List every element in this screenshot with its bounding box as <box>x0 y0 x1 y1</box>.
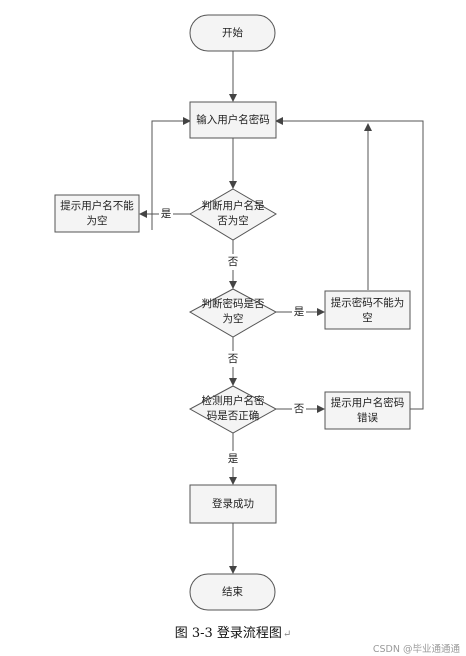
check-user-empty-line1: 判断用户名是 <box>202 199 265 212</box>
prompt-error-line1: 提示用户名密码 <box>331 396 405 409</box>
check-user-empty-decision: 判断用户名是 否为空 <box>189 188 277 241</box>
prompt-pwd-empty-line1: 提示密码不能为 <box>331 296 405 309</box>
prompt-error-node: 提示用户名密码 错误 <box>324 391 411 430</box>
end-node: 结束 <box>189 573 276 611</box>
prompt-password-empty-node: 提示密码不能为 空 <box>324 290 411 330</box>
edge-label-pwd-empty-yes: 是 <box>294 306 305 318</box>
check-correct-line2: 码是否正确 <box>207 409 260 422</box>
prompt-user-empty-line1: 提示用户名不能 <box>60 199 134 212</box>
edge-prompt-user-back <box>151 117 191 230</box>
success-label: 登录成功 <box>212 497 254 510</box>
check-password-empty-decision: 判断密码是否 为空 <box>188 288 278 338</box>
check-correct-line1: 检测用户名密 <box>202 394 265 407</box>
check-pwd-empty-line2: 为空 <box>223 312 244 325</box>
edge-label-correct-no: 否 <box>294 403 305 415</box>
check-pwd-empty-line1: 判断密码是否 <box>202 297 265 310</box>
caption-text: 图 3-3 登录流程图 <box>174 626 282 641</box>
check-user-empty-line2: 否为空 <box>217 214 249 227</box>
edge-label-user-empty-no: 否 <box>228 256 239 268</box>
edge-label-correct-yes: 是 <box>228 453 239 465</box>
prompt-user-empty-node: 提示用户名不能 为空 <box>54 194 140 233</box>
watermark: CSDN @毕业通通通 <box>372 644 460 655</box>
start-node: 开始 <box>189 14 276 52</box>
end-label: 结束 <box>222 585 243 598</box>
start-label: 开始 <box>222 26 243 39</box>
prompt-pwd-empty-line2: 空 <box>362 311 373 324</box>
figure-caption: 图 3-3 登录流程图↵ <box>0 622 466 641</box>
check-credentials-decision: 检测用户名密 码是否正确 <box>188 385 278 434</box>
edge-label-pwd-empty-no: 否 <box>228 353 239 365</box>
login-success-node: 登录成功 <box>189 484 277 524</box>
input-node: 输入用户名密码 <box>189 101 277 139</box>
edge-prompt-error-back <box>275 117 424 410</box>
edge-label-user-empty-yes: 是 <box>161 208 172 220</box>
input-label: 输入用户名密码 <box>196 113 270 126</box>
prompt-user-empty-line2: 为空 <box>87 214 108 227</box>
prompt-error-line2: 错误 <box>357 411 378 424</box>
paragraph-mark: ↵ <box>282 629 292 640</box>
